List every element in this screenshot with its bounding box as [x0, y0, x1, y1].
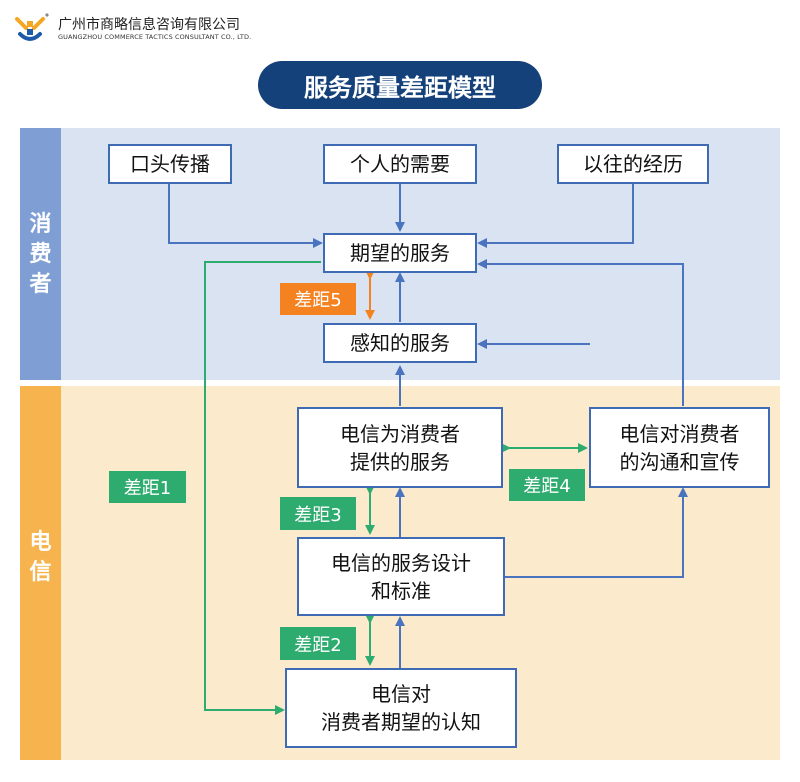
gap1-label: 差距1	[109, 471, 186, 503]
consumer-section-sidebar: 消费者	[20, 128, 61, 380]
arrow-wom-to-expected	[168, 184, 323, 248]
gap1-connector	[204, 261, 321, 715]
perception-line1: 电信对	[371, 682, 431, 706]
personal-needs-box: 个人的需要	[323, 144, 477, 184]
service-design-line2: 和标准	[371, 578, 431, 603]
company-name-en: GUANGZHOU COMMERCE TACTICS CONSULTANT CO…	[58, 33, 252, 41]
service-design-line1: 电信的服务设计	[331, 550, 471, 575]
consumer-section-label: 消费者	[29, 212, 52, 297]
arrow-experience-to-expected	[477, 184, 634, 248]
arrow-design-to-communication	[504, 487, 688, 578]
telecom-section-label: 电信	[29, 530, 52, 585]
company-logo-icon	[14, 10, 54, 50]
perceived-service-box: 感知的服务	[323, 323, 477, 363]
arrow-communication-to-expected	[477, 259, 684, 406]
past-experience-box: 以往的经历	[557, 144, 709, 184]
expected-service-box: 期望的服务	[323, 233, 477, 273]
communication-line1: 电信对消费者	[619, 421, 740, 446]
company-name-cn: 广州市商略信息咨询有限公司	[58, 17, 240, 33]
communication-line2: 的沟通和宣传	[619, 449, 740, 474]
page-title: 服务质量差距模型	[258, 61, 542, 109]
gap5-label: 差距5	[280, 283, 356, 315]
telecom-section-sidebar: 电信	[20, 386, 61, 760]
service-delivery-line1: 电信为消费者	[340, 421, 460, 446]
gap3-label: 差距3	[280, 497, 356, 530]
word-of-mouth-box: 口头传播	[108, 144, 232, 184]
service-delivery-line2: 提供的服务	[350, 449, 450, 474]
gap2-label: 差距2	[280, 627, 356, 660]
gap4-label: 差距4	[509, 469, 585, 501]
communication-box: 电信对消费者 的沟通和宣传	[589, 407, 770, 488]
service-delivery-box: 电信为消费者 提供的服务	[297, 407, 503, 488]
service-design-box: 电信的服务设计 和标准	[297, 537, 505, 616]
perception-box: 电信对 消费者期望的认知	[285, 668, 517, 748]
perception-line2: 消费者期望的认知	[321, 710, 481, 734]
